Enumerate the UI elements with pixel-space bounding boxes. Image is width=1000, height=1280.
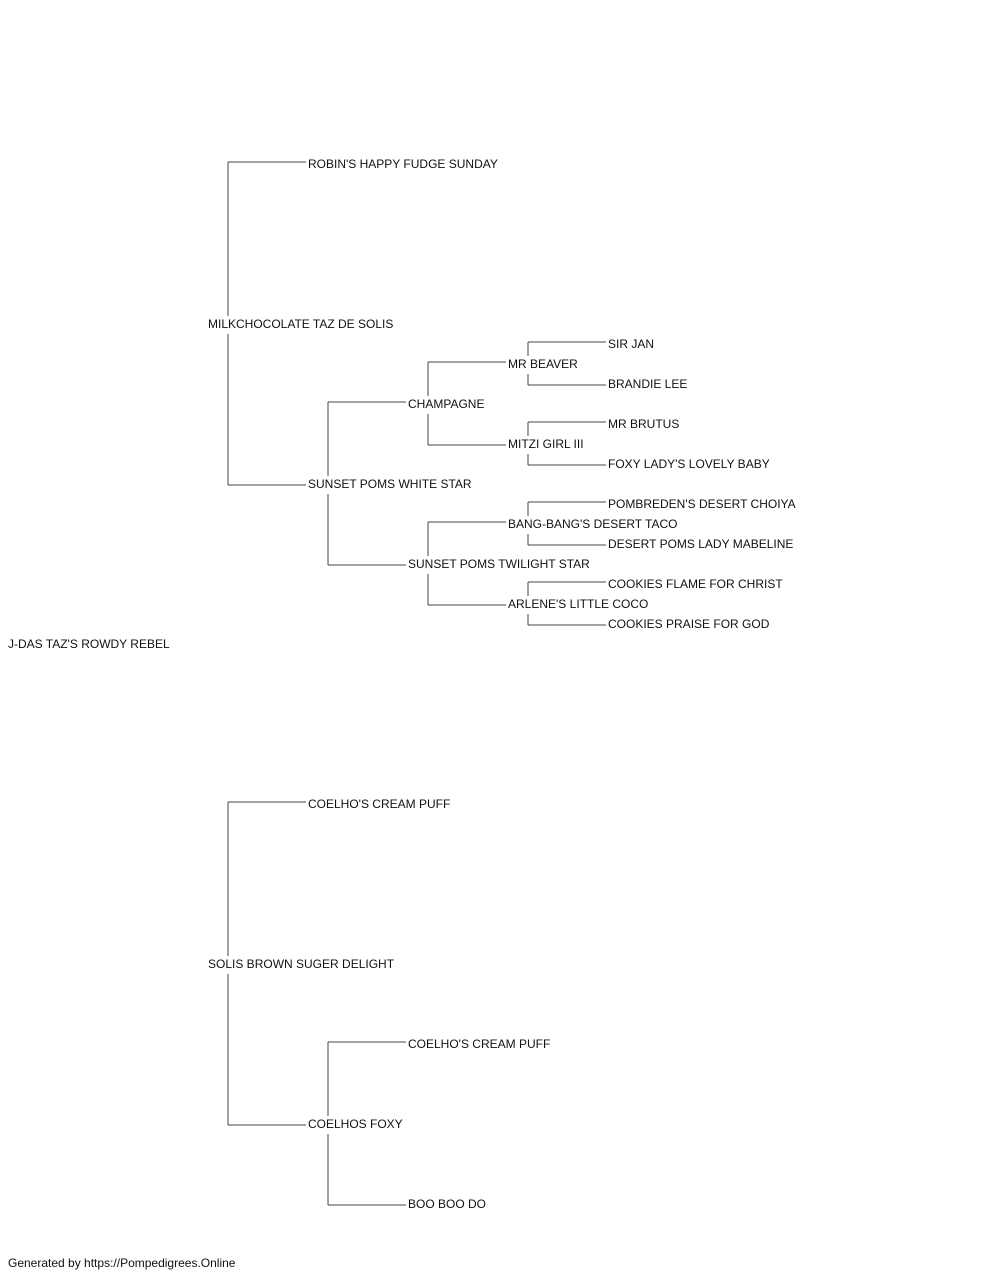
sire-dam-dam-sire-name: BANG-BANG'S DESERT TACO [508,517,677,531]
sire-dam-sire-dam-sire-name: MR BRUTUS [608,417,679,431]
dam-sire-name: COELHO'S CREAM PUFF [308,797,450,811]
sire-sire-name: ROBIN'S HAPPY FUDGE SUNDAY [308,157,498,171]
sire-dam-sire-sire-name: MR BEAVER [508,357,578,371]
dam-dam-sire-name: COELHO'S CREAM PUFF [408,1037,550,1051]
sire-dam-sire-name: CHAMPAGNE [408,397,484,411]
sire-dam-sire-sire-dam-name: BRANDIE LEE [608,377,687,391]
connector-lines [227,161,606,1206]
pedigree-names: J-DAS TAZ'S ROWDY REBEL MILKCHOCOLATE TA… [8,157,796,1211]
sire-dam-dam-dam-dam-name: COOKIES PRAISE FOR GOD [608,617,770,631]
dam-dam-name: COELHOS FOXY [308,1117,403,1131]
subject-name: J-DAS TAZ'S ROWDY REBEL [8,637,170,651]
dam-dam-dam-name: BOO BOO DO [408,1197,486,1211]
dam-name: SOLIS BROWN SUGER DELIGHT [208,957,395,971]
sire-dam-dam-sire-sire-name: POMBREDEN'S DESERT CHOIYA [608,497,796,511]
sire-dam-dam-dam-sire-name: COOKIES FLAME FOR CHRIST [608,577,783,591]
sire-dam-dam-sire-dam-name: DESERT POMS LADY MABELINE [608,537,793,551]
sire-dam-dam-name: SUNSET POMS TWILIGHT STAR [408,557,590,571]
sire-dam-sire-dam-name: MITZI GIRL III [508,437,584,451]
generated-by-footer: Generated by https://Pompedigrees.Online [8,1256,236,1270]
sire-dam-sire-dam-dam-name: FOXY LADY'S LOVELY BABY [608,457,770,471]
sire-dam-dam-dam-name: ARLENE'S LITTLE COCO [508,597,648,611]
sire-dam-name: SUNSET POMS WHITE STAR [308,477,472,491]
sire-dam-sire-sire-sire-name: SIR JAN [608,337,654,351]
sire-name: MILKCHOCOLATE TAZ DE SOLIS [208,317,393,331]
